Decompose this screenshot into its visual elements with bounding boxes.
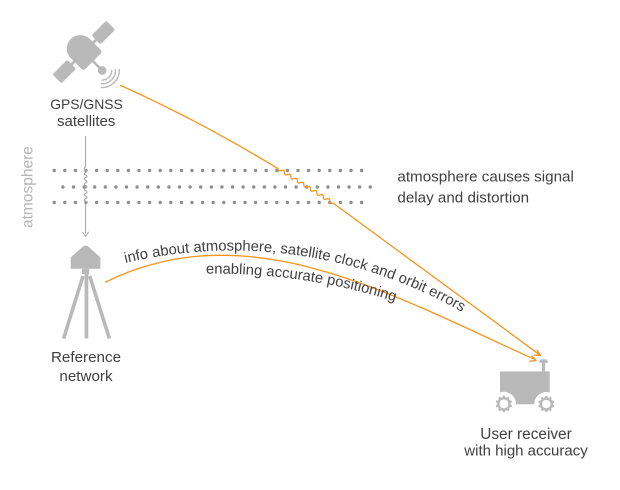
- svg-text:with high accuracy: with high accuracy: [463, 443, 588, 460]
- svg-text:network: network: [59, 368, 113, 385]
- svg-text:GPS/GNSS: GPS/GNSS: [50, 96, 123, 112]
- svg-text:satellites: satellites: [57, 113, 115, 130]
- svg-text:Reference: Reference: [51, 349, 121, 366]
- svg-text:delay and distortion: delay and distortion: [397, 190, 529, 207]
- svg-text:atmosphere: atmosphere: [20, 146, 37, 228]
- svg-text:User receiver: User receiver: [480, 426, 572, 443]
- svg-text:atmosphere causes signal: atmosphere causes signal: [397, 169, 573, 186]
